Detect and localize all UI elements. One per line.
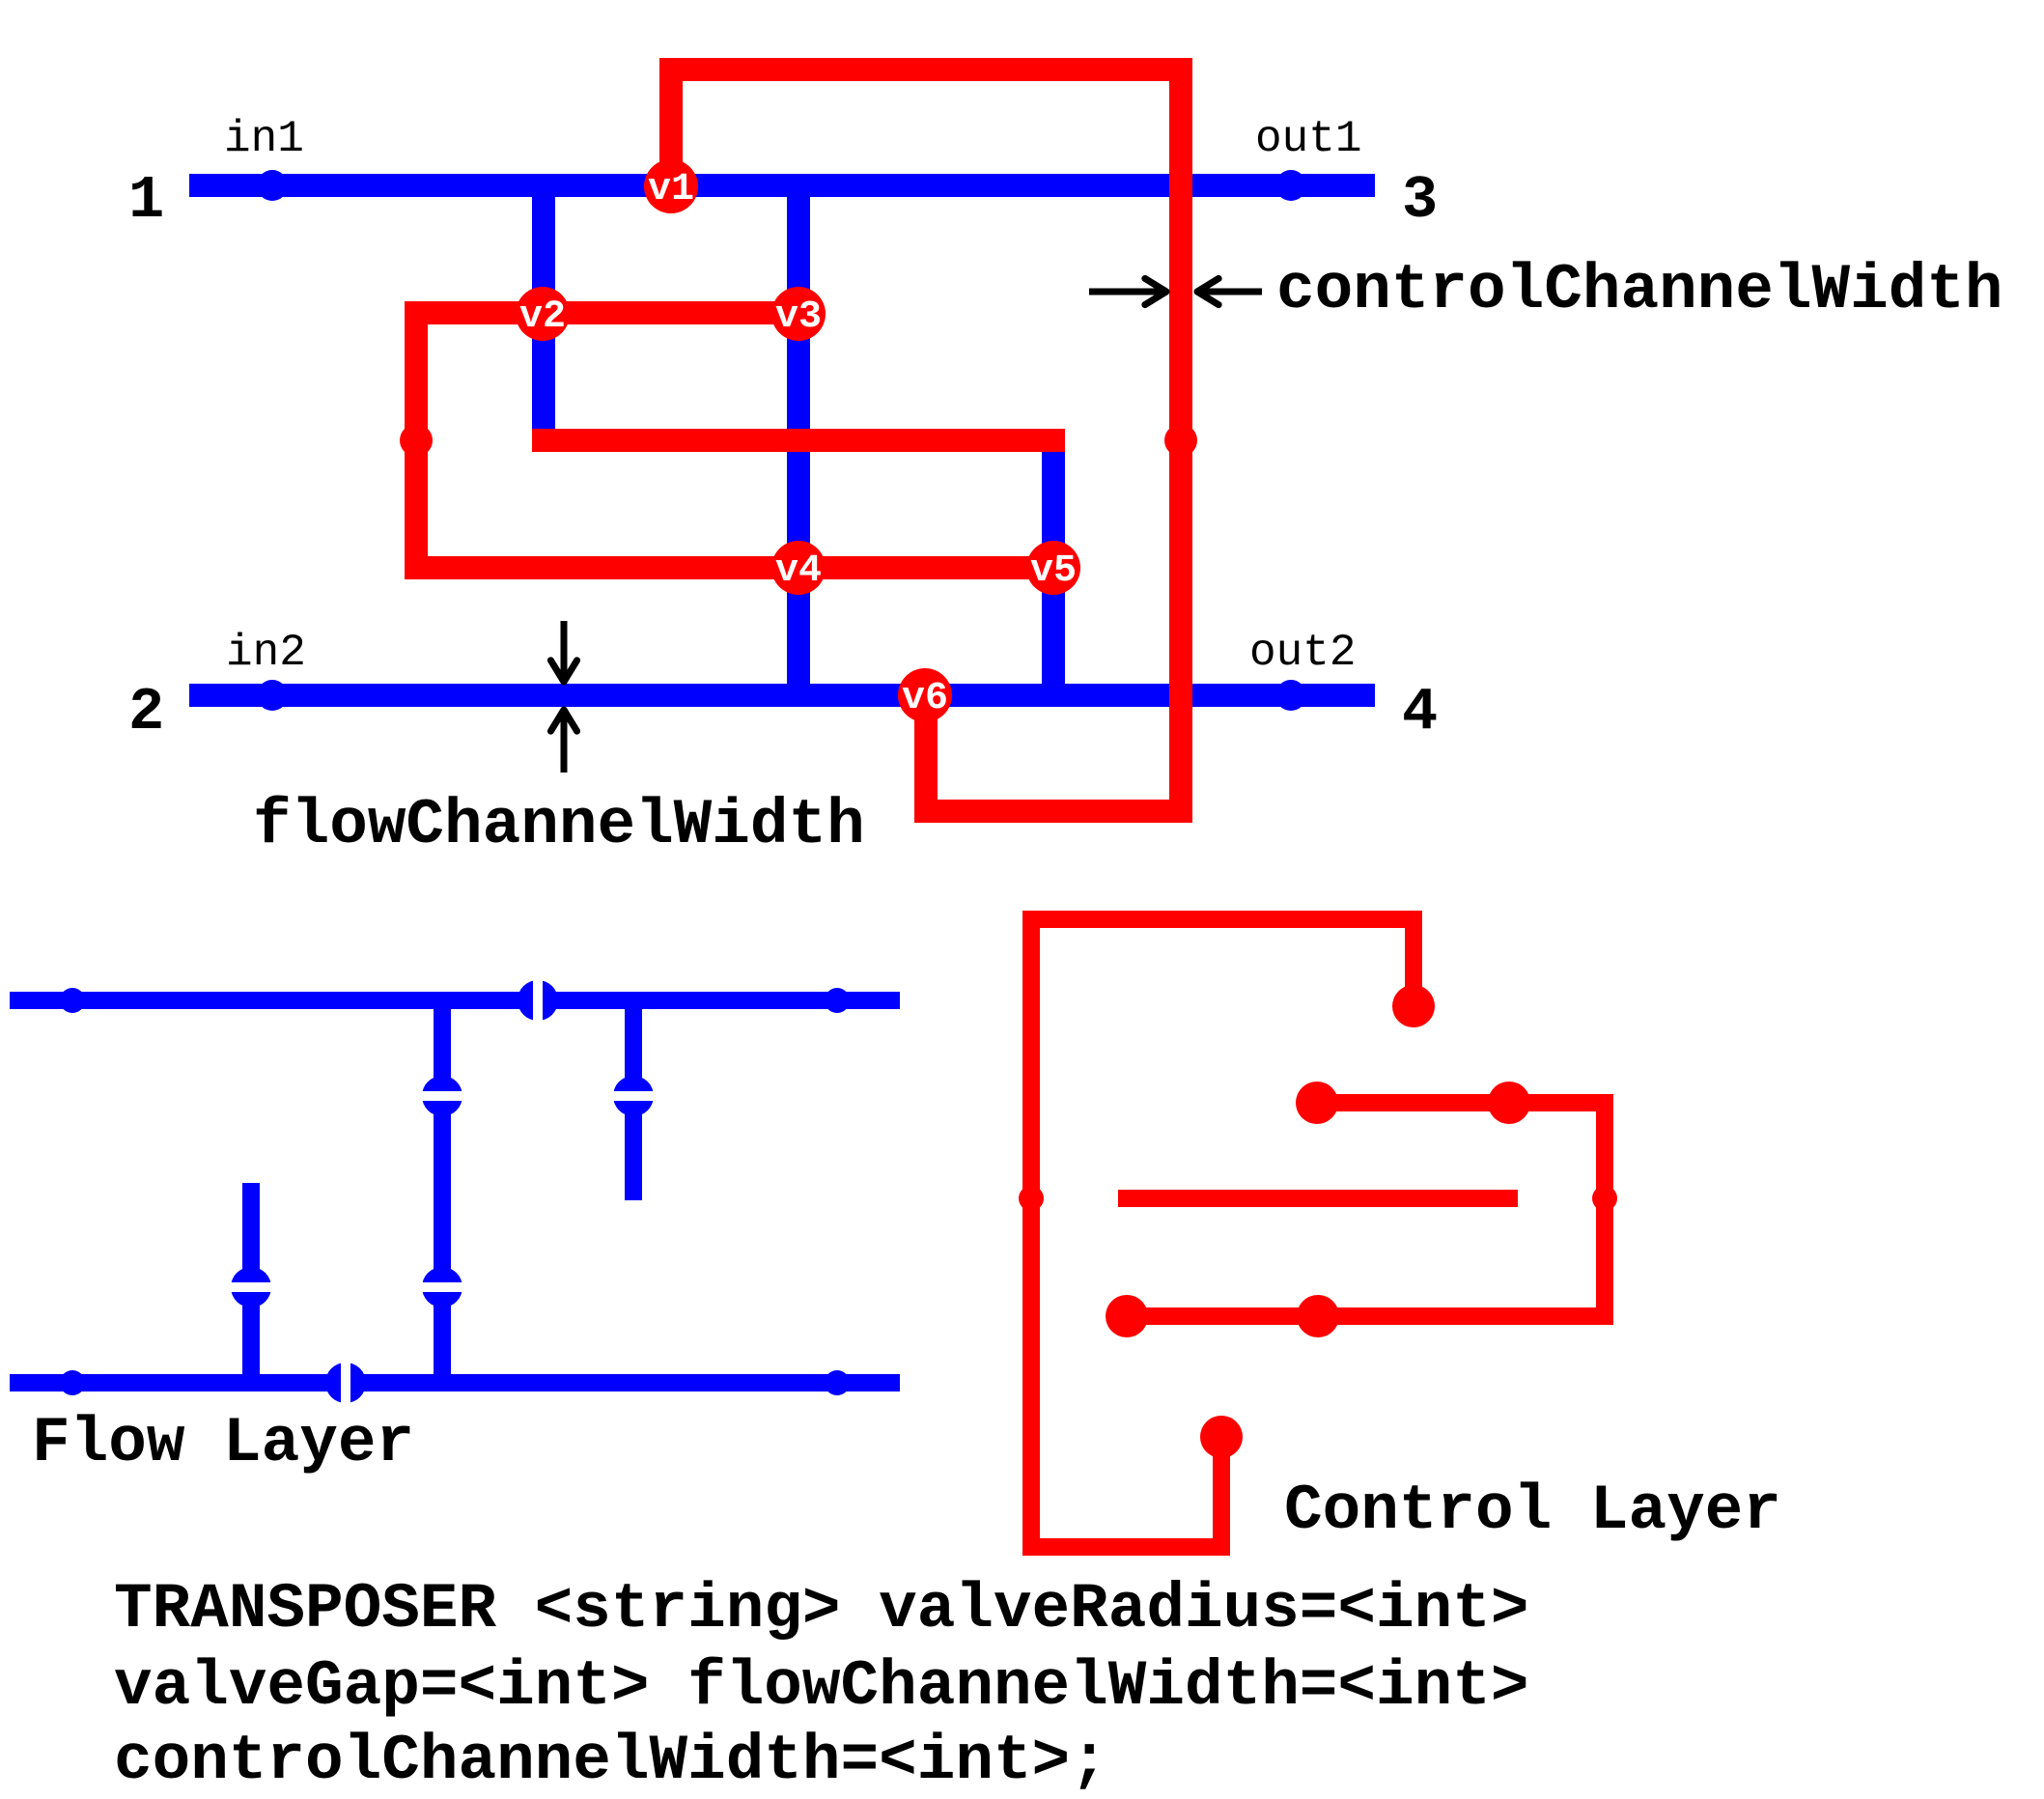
control-layer-valve-pad — [1200, 1416, 1243, 1458]
flow-layer-channels — [10, 978, 900, 1405]
valve-label-v3: v3 — [775, 295, 822, 339]
control-layer-valve-pad — [1488, 1082, 1530, 1124]
control-channels — [400, 58, 1197, 823]
flow-layer-valve-left — [229, 1267, 273, 1307]
valve-label-v4: v4 — [775, 549, 822, 593]
syntax-line-2: valveGap=<int> flowChannelWidth=<int> — [114, 1650, 1528, 1723]
flow-layer-valve-bottom — [325, 1361, 366, 1405]
flow-layer: Flow Layer — [10, 978, 900, 1479]
port-label-2: 2 — [128, 678, 164, 746]
valve-v2 — [516, 287, 570, 341]
port-label-4: 4 — [1402, 678, 1438, 746]
valves: v1 v2 v3 v4 v5 v6 — [516, 159, 1080, 722]
valve-label-v6: v6 — [902, 677, 948, 720]
control-width-arrow-left — [1193, 274, 1262, 309]
control-dot-left — [400, 424, 433, 457]
terminal-label-in1: in1 — [224, 114, 304, 164]
terminal-label-in2: in2 — [226, 628, 306, 678]
control-layer-right-channel — [1118, 1094, 1613, 1325]
flow-layer-dot — [825, 1370, 850, 1395]
control-layer-valve-pad — [1106, 1295, 1148, 1337]
valve-v3 — [771, 287, 826, 341]
flow-width-arrow-up-head — [546, 706, 581, 735]
control-layer-outer-channel — [1022, 911, 1422, 1556]
flow-layer-valve-right-gap — [611, 1091, 656, 1101]
syntax-block: TRANSPOSER <string> valveRadius=<int> va… — [114, 1573, 1528, 1797]
flow-width-arrow-down-head — [546, 657, 581, 686]
flow-channel-width-label: flowChannelWidth — [253, 789, 865, 861]
flow-layer-valve-middle-lower-gap — [420, 1282, 464, 1292]
flow-layer-valve-top — [518, 978, 558, 1023]
port-label-1: 1 — [128, 166, 164, 235]
control-channel-width-label: controlChannelWidth — [1276, 254, 2003, 326]
flow-layer-dot — [60, 988, 85, 1013]
flow-layer-valve-middle-upper — [420, 1076, 464, 1116]
flow-layer-dot — [60, 1370, 85, 1395]
control-layer-valve-pad — [1297, 1295, 1339, 1337]
valve-v6 — [898, 668, 952, 722]
flow-width-arrow-down — [546, 621, 581, 686]
syntax-line-1: TRANSPOSER <string> valveRadius=<int> — [114, 1573, 1528, 1645]
flow-layer-valve-bottom-gap — [341, 1361, 350, 1405]
flow-layer-label: Flow Layer — [32, 1407, 414, 1479]
terminal-label-out2: out2 — [1249, 628, 1356, 678]
valve-label-v2: v2 — [519, 295, 566, 339]
flow-layer-valve-top-gap — [533, 978, 543, 1023]
valve-v1 — [644, 159, 698, 213]
control-layer-junction-dot — [1592, 1186, 1617, 1211]
flow-layer-valve-right — [611, 1076, 656, 1116]
control-dot-right — [1164, 424, 1197, 457]
terminal-label-out1: out1 — [1255, 114, 1361, 164]
control-layer-channels — [1019, 911, 1617, 1556]
control-layer-valve-pad — [1296, 1082, 1338, 1124]
valve-v5 — [1026, 541, 1080, 595]
terminal-dot-in2 — [257, 680, 288, 711]
control-width-arrow-right-head — [1141, 274, 1170, 309]
terminal-dot-out1 — [1275, 170, 1306, 201]
valve-v4 — [771, 541, 826, 595]
flow-layer-valve-left-gap — [229, 1282, 273, 1292]
terminal-dot-out2 — [1275, 680, 1306, 711]
port-label-3: 3 — [1402, 166, 1438, 235]
terminal-dot-in1 — [257, 170, 288, 201]
flow-layer-dot — [825, 988, 850, 1013]
control-layer: Control Layer — [1019, 911, 1781, 1556]
control-width-arrow-left-head — [1193, 274, 1222, 309]
control-width-arrow-right — [1089, 274, 1170, 309]
control-layer-valve-pad — [1392, 985, 1435, 1027]
syntax-line-3: controlChannelWidth=<int>; — [114, 1725, 1108, 1797]
flow-width-arrow-up — [546, 706, 581, 773]
control-layer-label: Control Layer — [1284, 1475, 1781, 1547]
dimension-arrows — [546, 274, 1262, 773]
flow-layer-valve-middle-upper-gap — [420, 1091, 464, 1101]
control-layer-junction-dot — [1019, 1186, 1044, 1211]
flow-layer-valve-middle-lower — [420, 1267, 464, 1307]
valve-label-v1: v1 — [648, 168, 694, 211]
combined-layout: v1 v2 v3 v4 v5 v6 1 2 3 4 in1 in2 out1 out2 f… — [128, 58, 2003, 861]
valve-label-v5: v5 — [1030, 549, 1077, 593]
